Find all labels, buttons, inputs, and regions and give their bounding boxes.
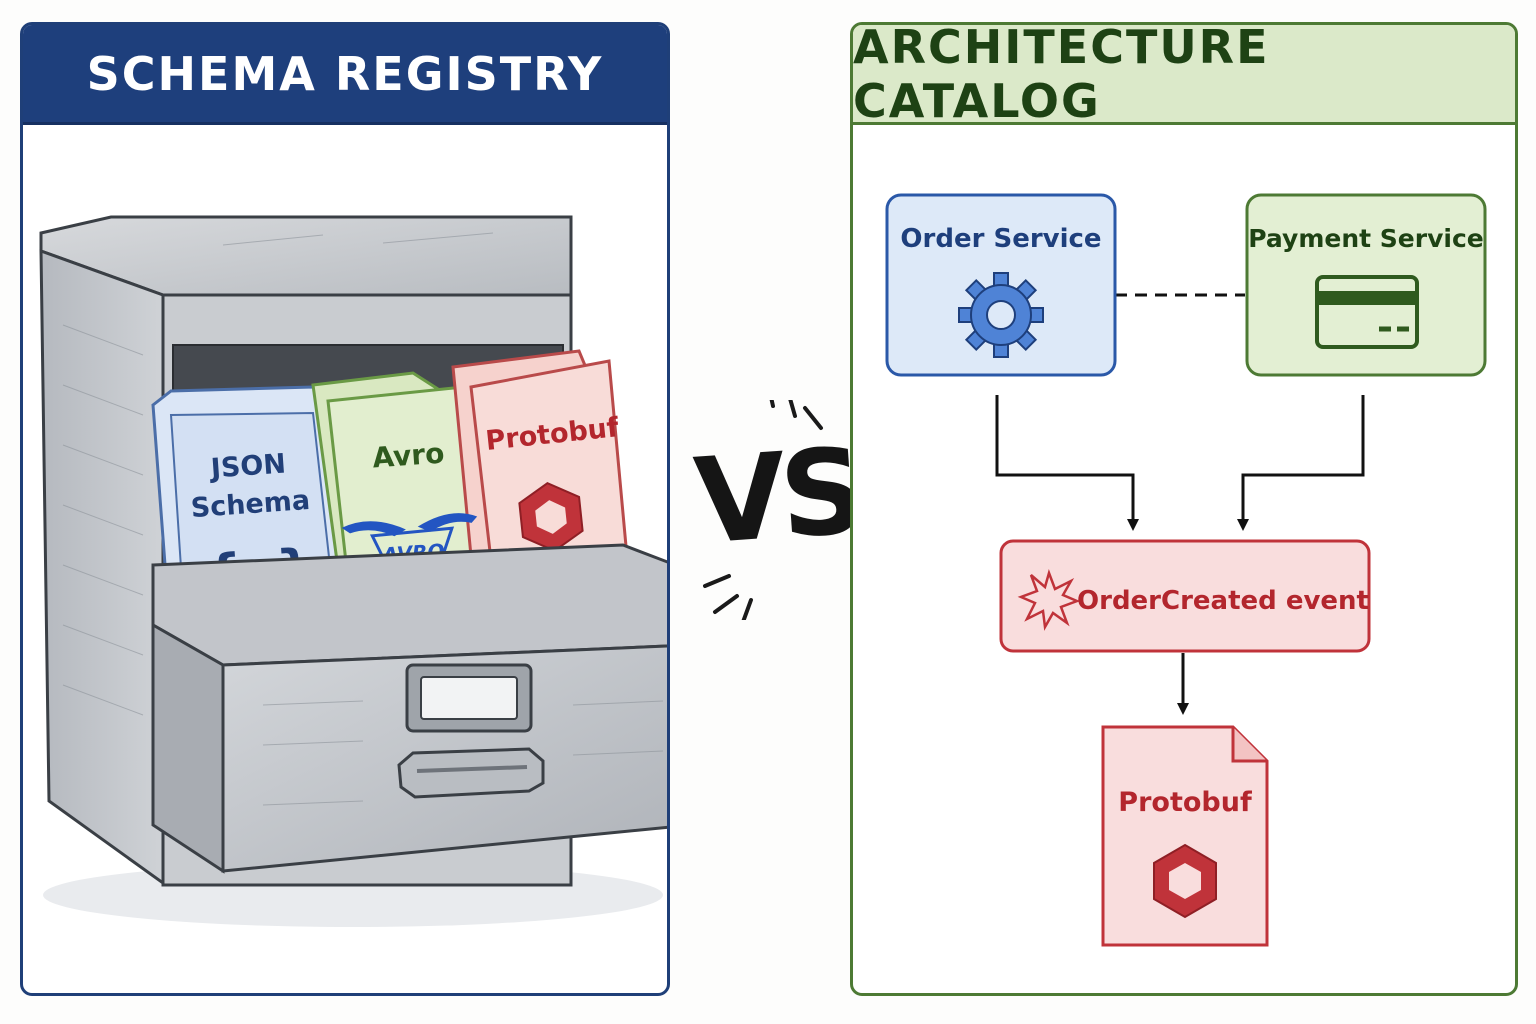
protobuf-document-label: Protobuf: [1118, 787, 1252, 818]
versus-divider: VS: [690, 400, 864, 620]
drawer-handle[interactable]: [397, 747, 545, 799]
drawer-label-card: [420, 676, 518, 720]
schema-registry-title: SCHEMA REGISTRY: [23, 25, 667, 125]
hexagon-icon: [518, 482, 584, 552]
vs-burst-lines: [703, 400, 823, 620]
vs-label: VS: [690, 421, 864, 571]
order-to-event-arrow: [995, 395, 1139, 531]
cabinet-side: [39, 248, 165, 886]
architecture-catalog-title: ARCHITECTURE CATALOG: [853, 25, 1515, 128]
burst-icon: [1017, 569, 1081, 631]
avro-label: Avro: [371, 437, 445, 475]
gear-icon: [958, 272, 1044, 358]
hexagon-icon: [1153, 843, 1217, 919]
architecture-catalog-panel: ARCHITECTURE CATALOG Order Service: [850, 22, 1518, 996]
payment-service-node[interactable]: Payment Service: [1245, 193, 1487, 377]
order-service-node[interactable]: Order Service: [885, 193, 1117, 377]
order-created-event-label: OrderCreated event: [1077, 586, 1369, 616]
architecture-diagram: Order Service: [885, 193, 1487, 947]
order-created-event-node[interactable]: OrderCreated event: [999, 539, 1371, 653]
schema-registry-panel: SCHEMA REGISTRY: [20, 22, 670, 996]
json-schema-label-line1: JSON: [208, 448, 287, 484]
metal-hatching: [62, 232, 664, 806]
payment-service-label: Payment Service: [1248, 224, 1483, 253]
drawer-top-edge: [151, 543, 667, 667]
order-service-label: Order Service: [900, 224, 1101, 254]
protobuf-schema-document[interactable]: Protobuf: [1101, 725, 1269, 947]
payment-to-event-arrow: [1237, 395, 1365, 531]
drawer-handle-grip: [416, 765, 528, 773]
filing-cabinet-illustration: JSON Schema { } Avro AVRO Protobuf: [39, 215, 667, 927]
credit-card-icon: [1315, 275, 1419, 349]
